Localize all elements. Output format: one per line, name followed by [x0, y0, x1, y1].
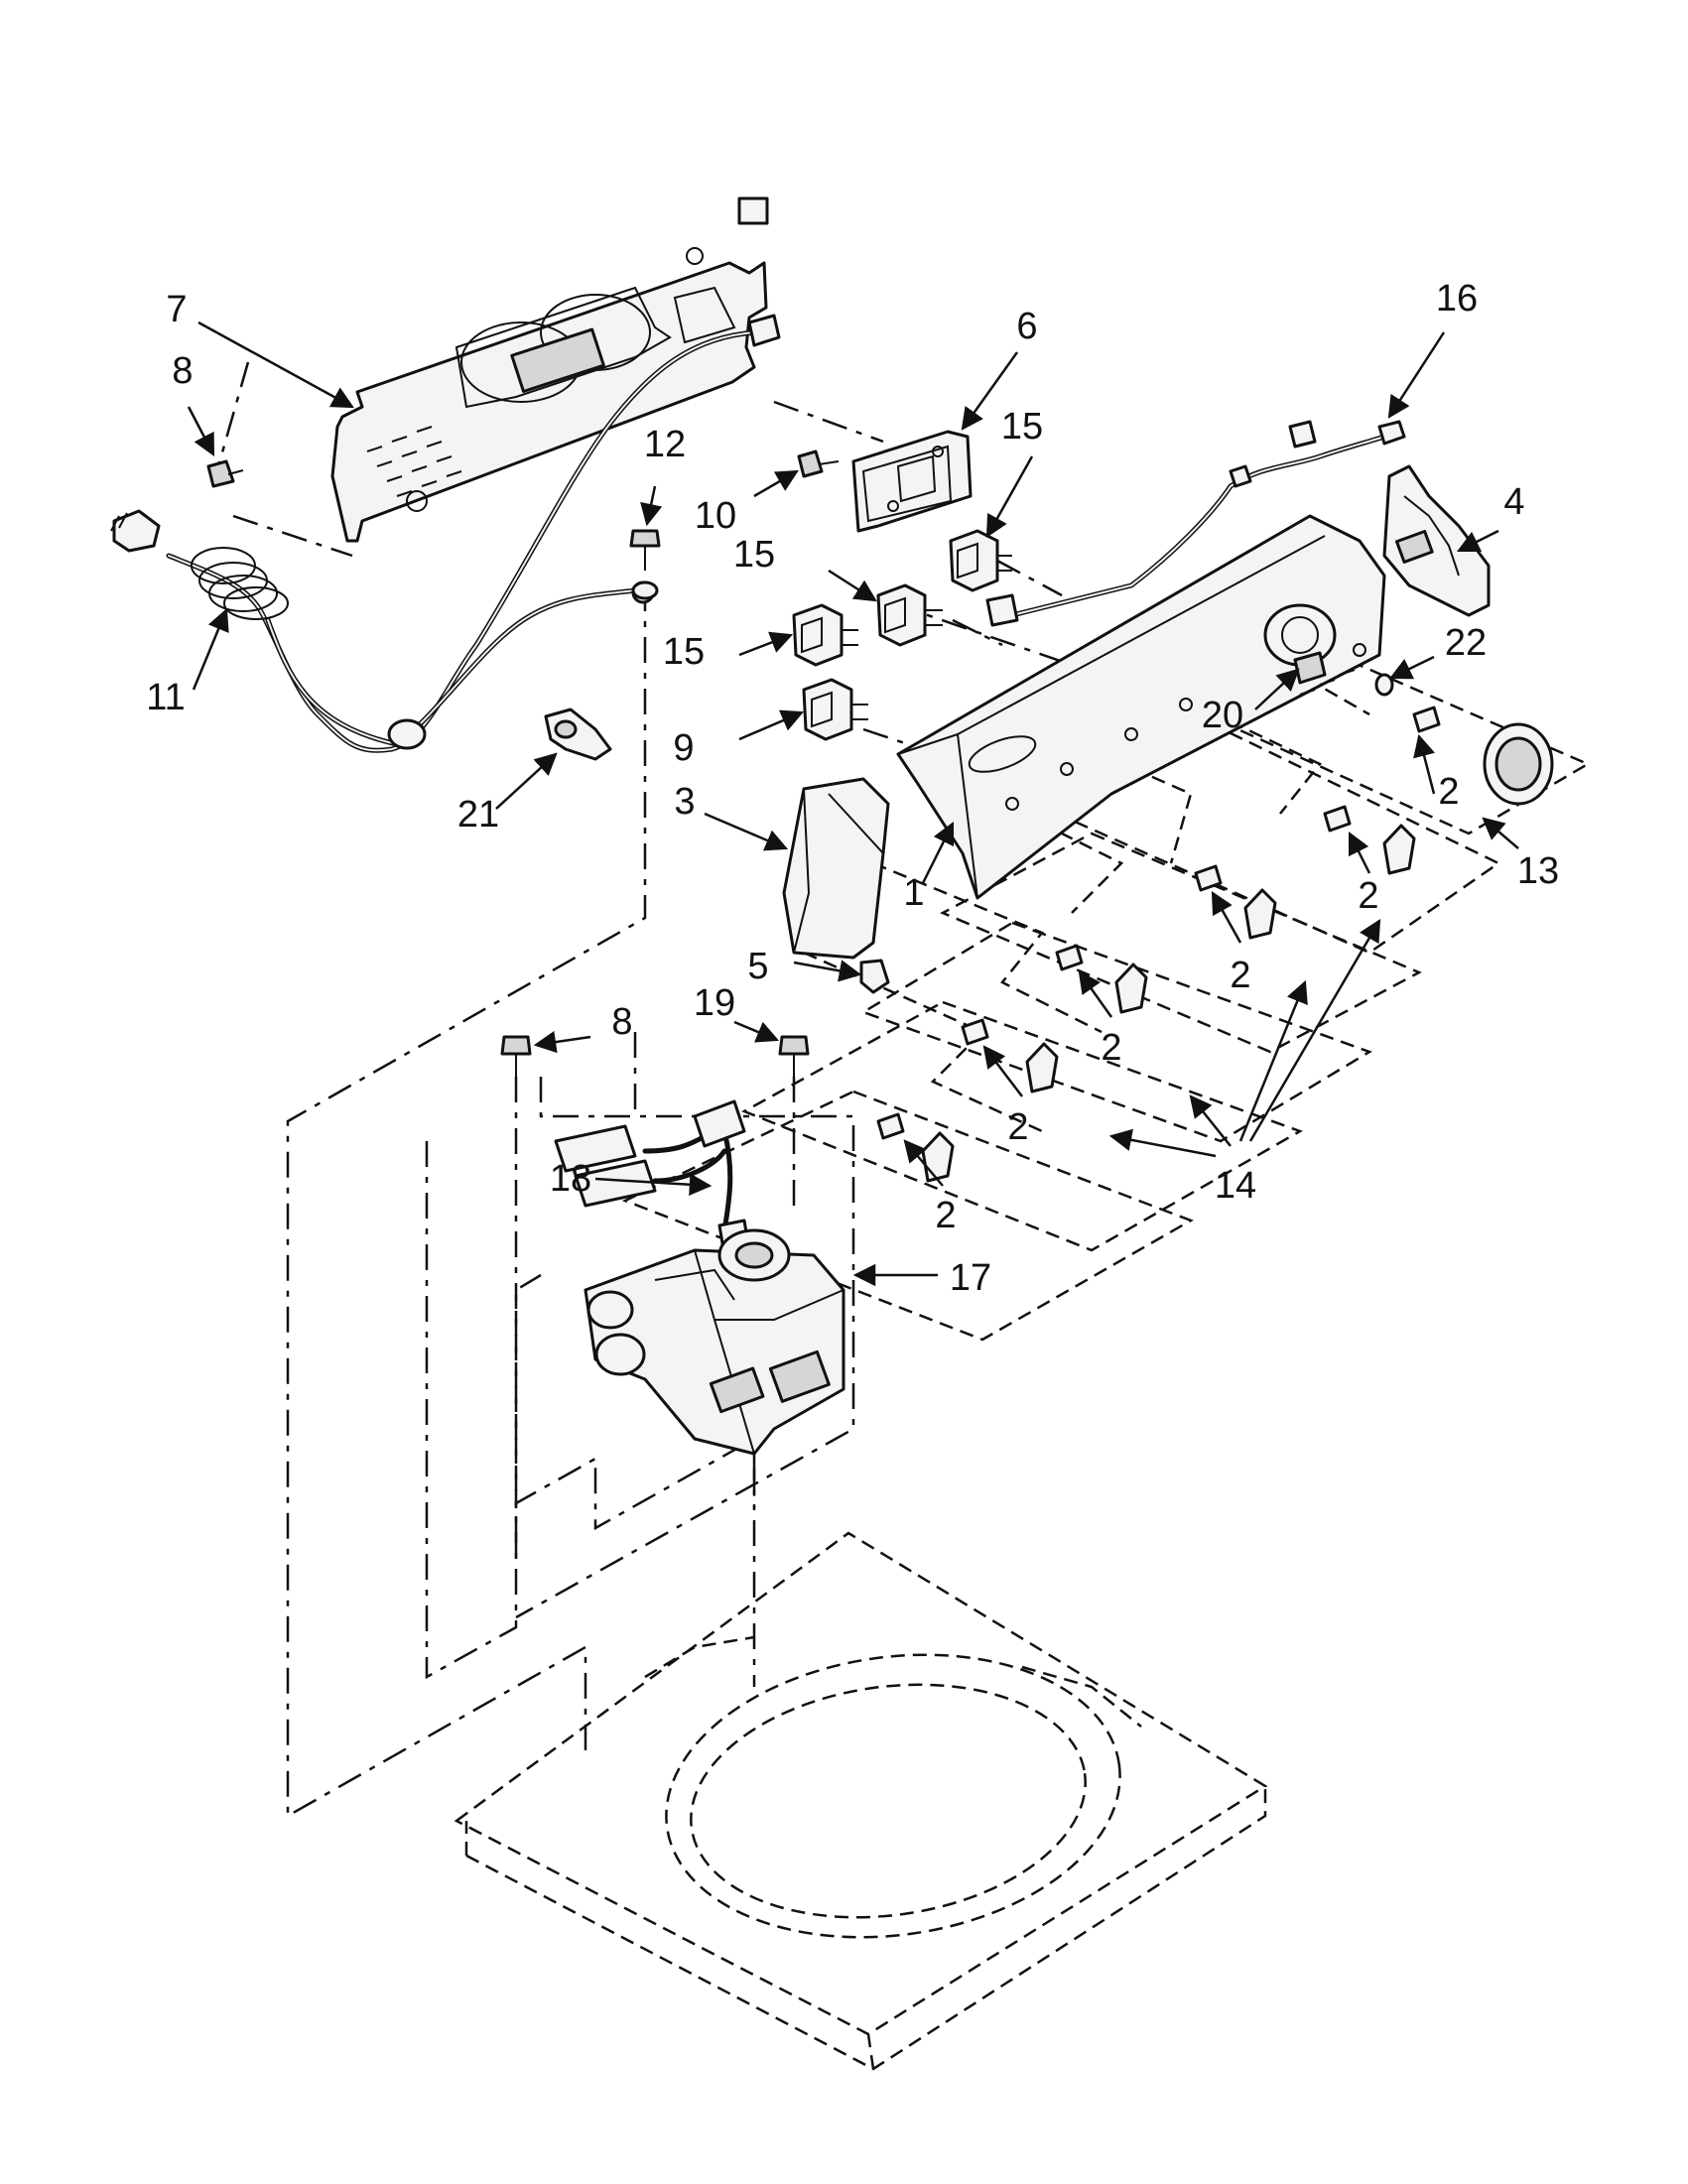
callout-22: 22 [1445, 622, 1487, 664]
switch-left [792, 603, 858, 667]
switch-middle [876, 583, 943, 647]
callout-9: 9 [673, 727, 694, 769]
callout-15-top: 15 [1001, 406, 1043, 448]
callout-21: 21 [457, 794, 499, 835]
knob-2 [1194, 864, 1277, 940]
washer [1374, 673, 1394, 697]
callout-2-f: 2 [935, 1195, 956, 1236]
ground-screw [629, 529, 661, 600]
clip-small [544, 707, 612, 761]
callout-3: 3 [674, 781, 695, 823]
callout-16: 16 [1436, 278, 1478, 320]
valve-screw-right [778, 1035, 810, 1077]
callout-2-large: 2 [1438, 771, 1459, 813]
callout-1: 1 [903, 872, 924, 914]
switch-lower [802, 678, 868, 741]
leader-lines [187, 321, 1519, 1287]
callout-11: 11 [146, 677, 185, 718]
cabinet-top [454, 1531, 1268, 2071]
knob-5 [876, 1112, 955, 1183]
end-cap-left [782, 777, 890, 960]
callout-2-e: 2 [1007, 1106, 1028, 1148]
back-panel [330, 196, 769, 543]
control-board [851, 430, 973, 533]
callout-18: 18 [550, 1158, 591, 1200]
knob-4 [961, 1018, 1059, 1093]
callout-8-bottom: 8 [611, 1001, 632, 1043]
back-panel-screw [206, 459, 244, 488]
callout-4: 4 [1503, 481, 1524, 523]
valve-screw-left [500, 1035, 532, 1077]
callout-13: 13 [1517, 850, 1559, 892]
callout-6: 6 [1016, 306, 1037, 347]
callout-15-mid: 15 [733, 534, 775, 576]
knob-large [1412, 706, 1554, 806]
vent-slots [366, 426, 462, 497]
callout-10: 10 [695, 495, 736, 537]
callout-2-d: 2 [1101, 1027, 1121, 1069]
console [896, 514, 1386, 900]
callout-2-c: 2 [1230, 955, 1250, 996]
callout-7: 7 [166, 289, 187, 330]
callout-8-top: 8 [172, 350, 193, 392]
wire-harness [985, 420, 1406, 627]
end-cap-right [1382, 464, 1491, 617]
callout-15-left: 15 [663, 631, 705, 673]
knob-3 [1055, 944, 1148, 1014]
callout-17: 17 [950, 1257, 991, 1299]
callout-20: 20 [1202, 695, 1243, 736]
switch-top [949, 529, 1012, 592]
knob-1 [1323, 805, 1416, 875]
water-valve-assembly [584, 1228, 845, 1456]
callout-labels: 7 8 12 6 16 15 10 4 15 15 11 22 20 9 2 3… [146, 278, 1559, 1299]
callout-14: 14 [1215, 1165, 1256, 1207]
callout-19: 19 [694, 982, 735, 1024]
power-cord [110, 314, 781, 753]
callout-12: 12 [644, 424, 686, 465]
callout-2-b: 2 [1358, 875, 1378, 917]
board-screw [797, 450, 840, 478]
callout-5: 5 [747, 946, 768, 987]
